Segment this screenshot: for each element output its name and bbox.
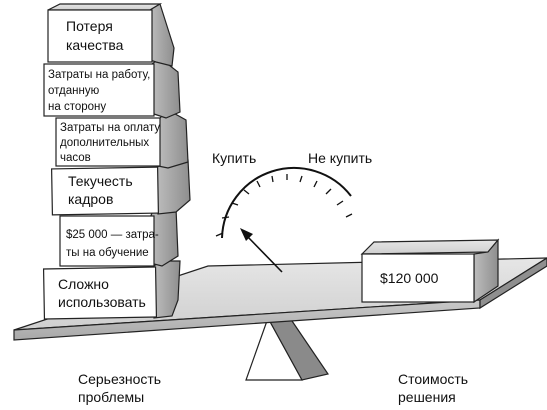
fulcrum [245, 316, 329, 381]
stack-block-hard-to-use: Сложно использовать [42, 260, 181, 320]
stack-block-3-line-2: дополнительных [60, 137, 149, 149]
stack-block-4-line-1: Текучесть [68, 173, 133, 189]
left-caption-line-2: проблемы [78, 389, 144, 405]
solution-cost-label: $120 000 [380, 270, 439, 286]
decision-gauge: Купить Не купить [212, 150, 372, 273]
stack-block-overtime-cost: Затраты на оплату дополнительных часов [55, 109, 189, 169]
gauge-needle-arrowhead [240, 228, 253, 241]
solution-cost-box: $120 000 [360, 238, 500, 304]
stack-block-staff-turnover: Текучесть кадров [50, 159, 191, 216]
stack-block-2-line-2: отданную [48, 85, 100, 97]
stack-block-2-line-3: на сторону [48, 101, 106, 113]
stack-block-3-line-3: часов [60, 152, 91, 164]
left-caption: Серьезность проблемы [78, 371, 161, 405]
right-caption-line-2: решения [398, 389, 456, 405]
problem-stack: Сложно использовать $25 000 — затра- ты … [42, 3, 191, 320]
gauge-needle [244, 233, 283, 273]
stack-block-quality-loss: Потеря качества [47, 3, 175, 67]
stack-block-5-line-2: ты на обучение [66, 247, 149, 259]
stack-block-6-line-1: Сложно [58, 276, 109, 292]
stack-block-3-line-1: Затраты на оплату [60, 122, 160, 134]
stack-block-1-line-2: качества [66, 37, 124, 53]
stack-block-2-line-1: Затраты на работу, [48, 69, 150, 81]
right-caption-line-1: Стоимость [398, 371, 468, 387]
stack-block-6-line-2: использовать [58, 294, 146, 310]
stack-block-outsourcing-cost: Затраты на работу, отданную на сторону [43, 57, 181, 119]
stack-block-training-cost: $25 000 — затра- ты на обучение [59, 207, 179, 267]
left-caption-line-1: Серьезность [78, 371, 161, 387]
stack-block-4-line-2: кадров [68, 191, 113, 207]
right-caption: Стоимость решения [398, 371, 468, 405]
gauge-not-buy-label: Не купить [308, 150, 372, 166]
stack-block-1-line-1: Потеря [66, 18, 113, 34]
stack-block-5-line-1: $25 000 — затра- [66, 229, 159, 241]
gauge-buy-label: Купить [212, 150, 256, 166]
